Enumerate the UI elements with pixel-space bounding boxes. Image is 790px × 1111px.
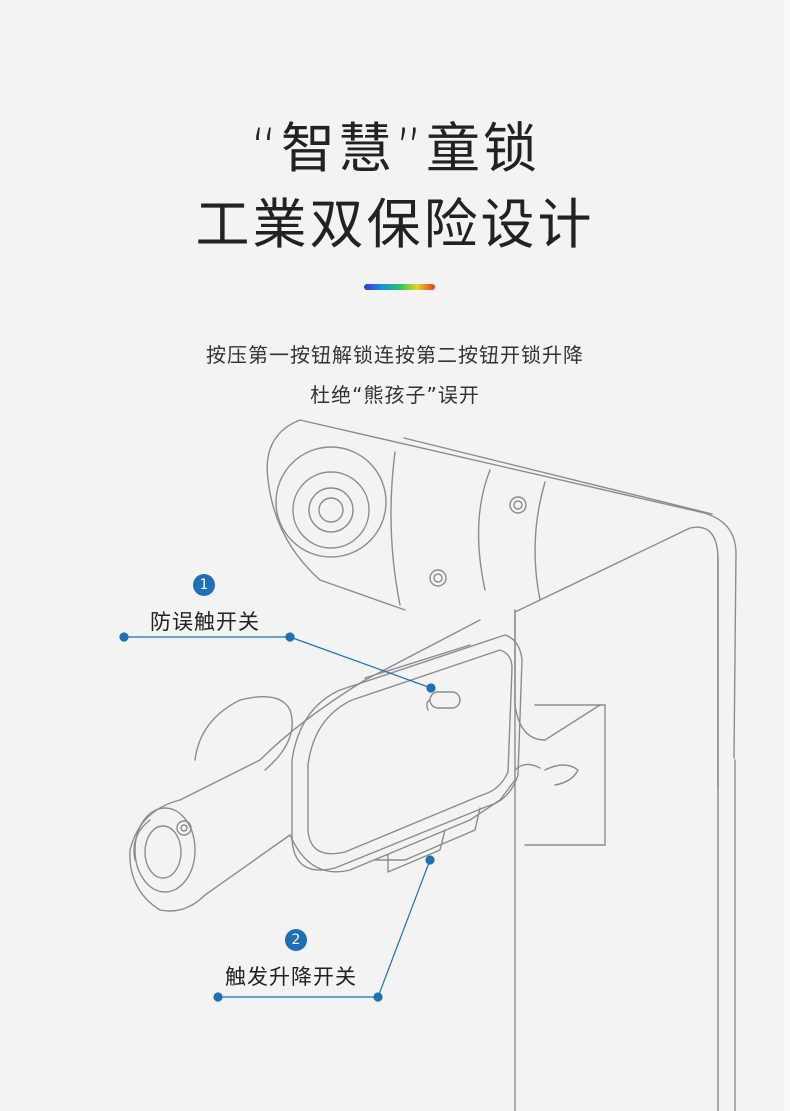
headline-line-2: 工業双保险设计 — [195, 193, 595, 256]
page-edge — [784, 0, 790, 1111]
subtitle-line-1: 按压第一按钮解锁连按第二按钮开锁升降 — [206, 343, 584, 367]
subtitle-line-2: 杜绝“熊孩子”误开 — [310, 383, 480, 407]
callout-label-lift-trigger: 触发升降开关 — [225, 965, 357, 989]
rainbow-divider — [364, 284, 435, 290]
headline-line-1: “智慧”童锁 — [250, 117, 540, 180]
callout-badge-2: 2 — [285, 929, 307, 951]
callout-badge-1: 1 — [193, 574, 215, 596]
callout-label-anti-mistouch: 防误触开关 — [150, 610, 260, 634]
